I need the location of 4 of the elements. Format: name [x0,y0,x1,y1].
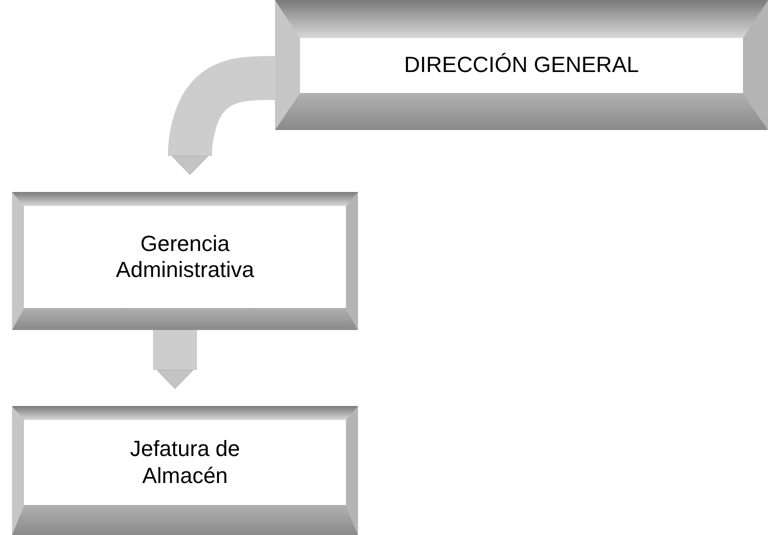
box-label: Jefatura de Almacén [128,436,242,489]
box-label: DIRECCIÓN GENERAL [404,52,639,79]
block-arrow [153,330,197,389]
box-label: Gerencia Administrativa [114,230,256,284]
